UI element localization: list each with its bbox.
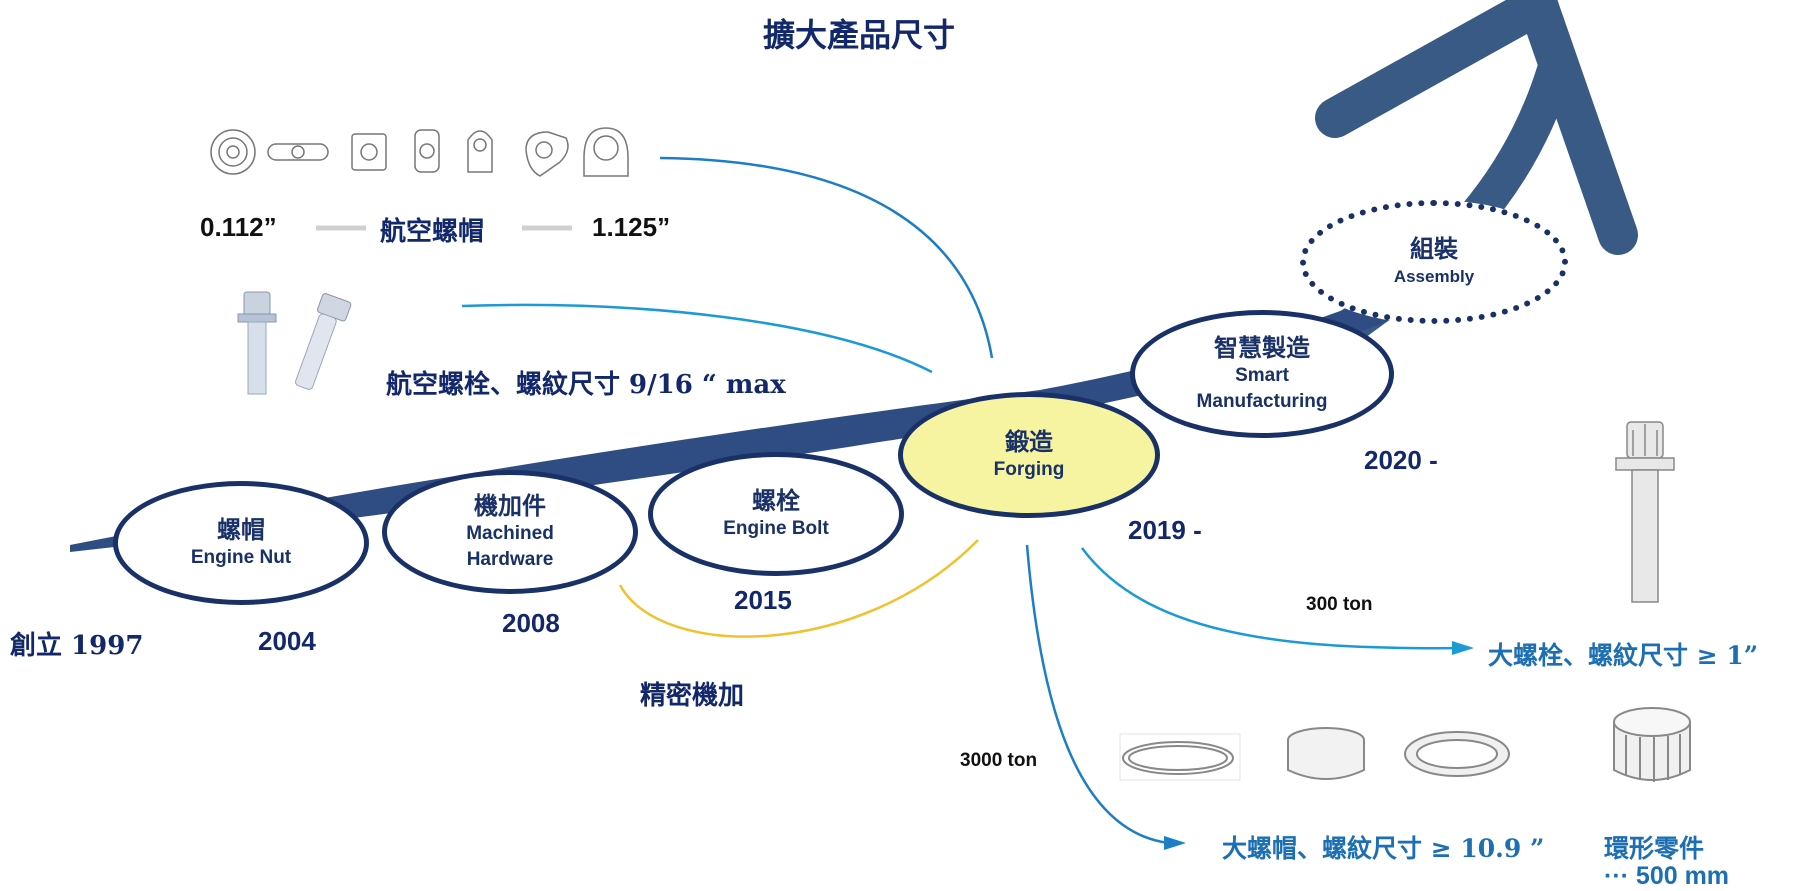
- bolt-size-label: 航空螺栓、螺紋尺寸 9/16 “ max: [386, 370, 786, 400]
- node-en-label: Engine Nut: [190, 547, 292, 568]
- nut-connector-curve: [659, 156, 994, 359]
- node-zh-label: 組裝: [1410, 234, 1458, 263]
- node-forging: 鍛造 Forging: [898, 392, 1160, 518]
- press-3000-arrowhead: [1164, 836, 1186, 850]
- node-en-label: Machined Hardware: [466, 523, 554, 570]
- year-2015: 2015: [734, 585, 792, 615]
- press-3000-arrow: [1025, 544, 1169, 845]
- page-title: 擴大產品尺寸: [763, 16, 956, 54]
- node-zh-label: 螺栓: [752, 486, 800, 515]
- node-zh-label: 智慧製造: [1214, 333, 1310, 362]
- precision-label: 精密機加: [640, 681, 745, 711]
- node-zh-label: 機加件: [474, 491, 546, 520]
- nut-drawing-icon: [210, 127, 629, 177]
- press-300-tonnage: 300 ton: [1306, 594, 1373, 615]
- node-zh-label: 螺帽: [217, 515, 265, 544]
- ring-label: 環形零件: [1604, 834, 1705, 863]
- node-machined-hardware: 機加件 Machined Hardware: [382, 470, 638, 594]
- node-zh-label: 鍛造: [1005, 427, 1053, 456]
- node-en-label: Smart Manufacturing: [1196, 365, 1328, 412]
- year-2008: 2008: [502, 608, 560, 638]
- node-engine-bolt: 螺栓 Engine Bolt: [648, 452, 904, 576]
- year-2004: 2004: [258, 626, 316, 656]
- nut-min-size: 0.112”: [200, 212, 277, 242]
- node-en-label: Forging: [993, 459, 1065, 480]
- nut-max-size: 1.125”: [592, 212, 671, 242]
- press-300-arrow: [1080, 547, 1471, 650]
- bolt-connector-curve: [461, 303, 933, 374]
- ring-part-icon: [1119, 707, 1691, 782]
- node-engine-nut: 螺帽 Engine Nut: [113, 481, 369, 605]
- node-en-label: Engine Bolt: [723, 518, 829, 539]
- press-300-arrowhead: [1452, 641, 1474, 655]
- node-assembly: 組裝 Assembly: [1300, 200, 1568, 324]
- growth-arrow-head: [1315, 0, 1638, 255]
- node-en-label: Assembly: [1393, 267, 1475, 286]
- year-2020: 2020 -: [1364, 445, 1438, 475]
- bolt-icon: [237, 291, 352, 395]
- press-3000-tonnage: 3000 ton: [960, 750, 1038, 771]
- large-bolt-icon: [1615, 421, 1675, 603]
- node-smart-manufacturing: 智慧製造 Smart Manufacturing: [1130, 310, 1394, 438]
- nut-range-label: 航空螺帽: [380, 217, 485, 247]
- press-3000-label: 大螺帽、螺紋尺寸 ≥ 10.9 ”: [1222, 834, 1545, 863]
- ring-size: ··· 500 mm: [1604, 862, 1730, 890]
- precision-curve: [618, 539, 979, 638]
- press-300-label: 大螺栓、螺紋尺寸 ≥ 1”: [1488, 641, 1759, 670]
- founded-label: 創立 1997: [10, 631, 144, 661]
- year-2019: 2019 -: [1128, 515, 1202, 545]
